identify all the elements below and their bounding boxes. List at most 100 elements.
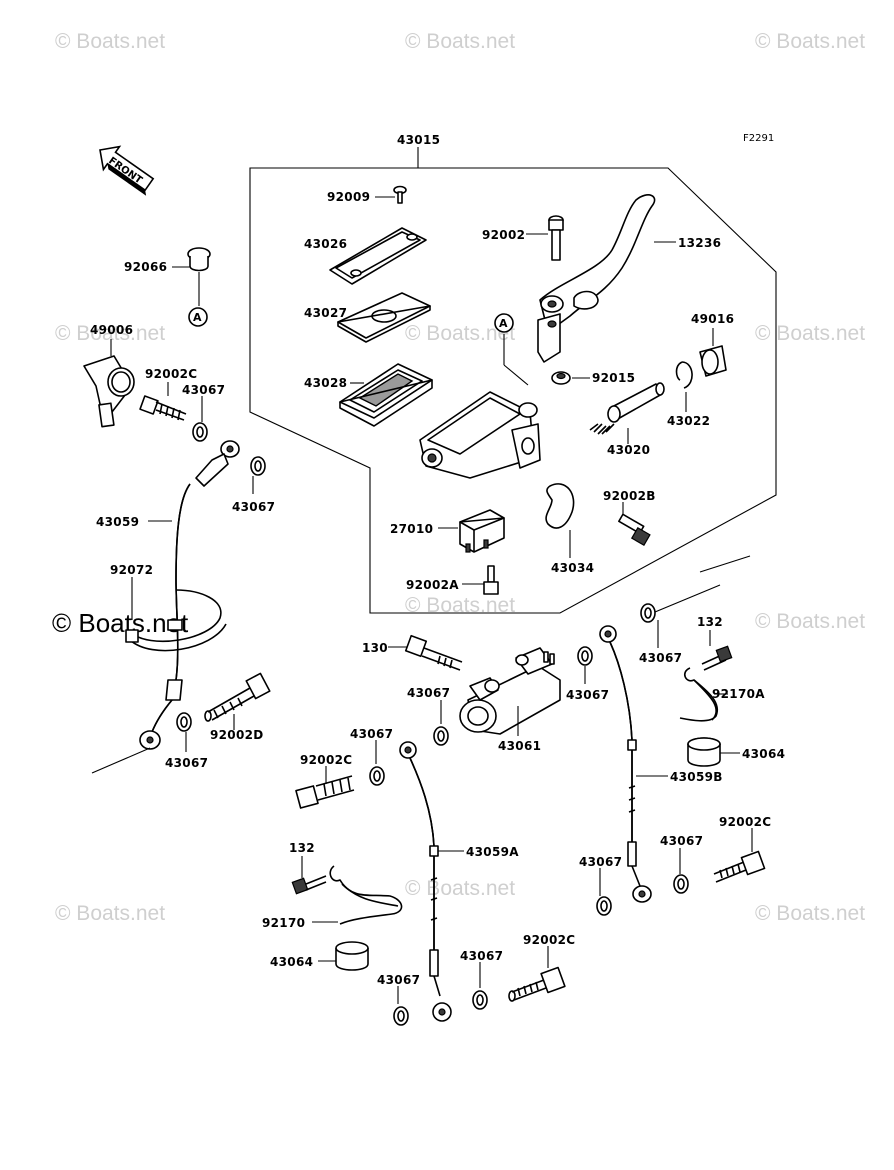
part-label-43034: 43034 bbox=[551, 561, 594, 575]
part-label-43067-h: 43067 bbox=[579, 855, 622, 869]
part-label-92002C-right: 92002C bbox=[719, 815, 771, 829]
part-label-43059: 43059 bbox=[96, 515, 139, 529]
callout-a-right: A bbox=[499, 317, 508, 330]
washer-43067-c bbox=[176, 712, 192, 752]
part-label-43026: 43026 bbox=[304, 237, 347, 251]
watermark: © Boats.net bbox=[55, 30, 165, 53]
part-label-92072: 92072 bbox=[110, 563, 153, 577]
part-label-92015: 92015 bbox=[592, 371, 635, 385]
part-label-92002B: 92002B bbox=[603, 489, 656, 503]
watermark: © Boats.net bbox=[405, 30, 515, 53]
banjo-bolt-92002C-right bbox=[713, 828, 766, 883]
part-label-43059A: 43059A bbox=[466, 845, 519, 859]
part-label-92002C-mid: 92002C bbox=[300, 753, 352, 767]
watermark: © Boats.net bbox=[755, 30, 865, 53]
washer-43067-b bbox=[250, 456, 266, 494]
part-label-92002D: 92002D bbox=[210, 728, 264, 742]
part-label-92170: 92170 bbox=[262, 916, 305, 930]
bolt-132-a bbox=[701, 630, 733, 671]
washer-43067-h bbox=[596, 868, 612, 916]
washer-43067-k bbox=[472, 962, 488, 1010]
screw-92002A bbox=[462, 565, 499, 595]
washer-43067-a bbox=[192, 396, 208, 442]
part-label-43015: 43015 bbox=[397, 133, 440, 147]
washer-43067-j bbox=[393, 986, 409, 1026]
watermark: © Boats.net bbox=[55, 322, 165, 345]
watermark: © Boats.net bbox=[405, 594, 515, 617]
banjo-bolt-92002C-bottom bbox=[508, 946, 566, 1002]
part-label-13236: 13236 bbox=[678, 236, 721, 250]
pivot-bolt-92002 bbox=[526, 215, 564, 261]
part-label-43067-c: 43067 bbox=[165, 756, 208, 770]
nut-92015 bbox=[551, 371, 590, 385]
part-label-43067-g: 43067 bbox=[660, 834, 703, 848]
circlip-43022 bbox=[675, 361, 693, 412]
part-label-43067-i: 43067 bbox=[350, 727, 393, 741]
part-label-43020: 43020 bbox=[607, 443, 650, 457]
grommet-43064-b bbox=[318, 941, 369, 971]
bolt-92002B bbox=[618, 502, 651, 547]
part-label-27010: 27010 bbox=[390, 522, 433, 536]
boot-49016 bbox=[699, 328, 727, 377]
part-label-43067-a: 43067 bbox=[182, 383, 225, 397]
watermark: © Boats.net bbox=[755, 902, 865, 925]
part-label-43028: 43028 bbox=[304, 376, 347, 390]
part-label-43064-a: 43064 bbox=[742, 747, 785, 761]
watermark: © Boats.net bbox=[405, 877, 515, 900]
clutch-hose-43059B bbox=[599, 625, 668, 903]
reservoir-cap-43026 bbox=[329, 227, 427, 285]
brake-lever-13236 bbox=[537, 194, 676, 363]
bolt-92002D bbox=[204, 672, 271, 730]
part-label-43067-j: 43067 bbox=[377, 973, 420, 987]
clip-92170A bbox=[679, 667, 728, 722]
clutch-hose-43059A bbox=[399, 741, 464, 1022]
switch-27010 bbox=[438, 509, 505, 553]
part-label-49006: 49006 bbox=[90, 323, 133, 337]
part-label-132-b: 132 bbox=[289, 841, 315, 855]
screw-92009 bbox=[375, 185, 407, 204]
master-cylinder-body bbox=[419, 391, 541, 479]
clamp-43034 bbox=[545, 483, 575, 558]
part-label-92002: 92002 bbox=[482, 228, 525, 242]
part-label-92002C-left: 92002C bbox=[145, 367, 197, 381]
clamp-band-92072 bbox=[125, 577, 227, 652]
clip-92170 bbox=[312, 865, 403, 925]
part-label-92002A: 92002A bbox=[406, 578, 459, 592]
part-label-43067-b: 43067 bbox=[232, 500, 275, 514]
diaphragm-43028 bbox=[339, 363, 433, 427]
clutch-cylinder-43061 bbox=[459, 647, 561, 736]
watermark: © Boats.net bbox=[755, 322, 865, 345]
assembly-frame bbox=[249, 167, 777, 614]
part-label-43027: 43027 bbox=[304, 306, 347, 320]
banjo-bolt-92002C-left bbox=[139, 382, 187, 421]
callout-a-left: A bbox=[193, 311, 202, 324]
banjo-bolt-92002C-mid bbox=[295, 766, 355, 809]
watermark: © Boats.net bbox=[405, 322, 515, 345]
washer-43067-e bbox=[577, 646, 593, 684]
part-label-92009: 92009 bbox=[327, 190, 370, 204]
piston-assembly-43020 bbox=[589, 382, 665, 444]
part-label-130: 130 bbox=[362, 641, 388, 655]
part-label-43022: 43022 bbox=[667, 414, 710, 428]
part-label-92066: 92066 bbox=[124, 260, 167, 274]
figure-code: F2291 bbox=[743, 133, 774, 144]
part-label-92170A: 92170A bbox=[712, 687, 765, 701]
part-label-132-a: 132 bbox=[697, 615, 723, 629]
watermark-large: © Boats.net bbox=[52, 608, 189, 638]
grommet-43064-a bbox=[687, 737, 740, 767]
part-label-43061: 43061 bbox=[498, 739, 541, 753]
part-label-43064-b: 43064 bbox=[270, 955, 313, 969]
washer-43067-i bbox=[369, 740, 385, 786]
bolt-130 bbox=[388, 634, 463, 671]
washer-43067-f bbox=[640, 603, 659, 648]
part-label-43067-f: 43067 bbox=[639, 651, 682, 665]
part-label-49016: 49016 bbox=[691, 312, 734, 326]
part-label-43067-k: 43067 bbox=[460, 949, 503, 963]
bolt-132-b bbox=[291, 856, 327, 895]
reservoir-49006 bbox=[83, 339, 135, 428]
part-label-43067-e: 43067 bbox=[566, 688, 609, 702]
part-label-92002C-bottom: 92002C bbox=[523, 933, 575, 947]
part-label-43059B: 43059B bbox=[670, 770, 723, 784]
washer-43067-d bbox=[433, 700, 449, 746]
